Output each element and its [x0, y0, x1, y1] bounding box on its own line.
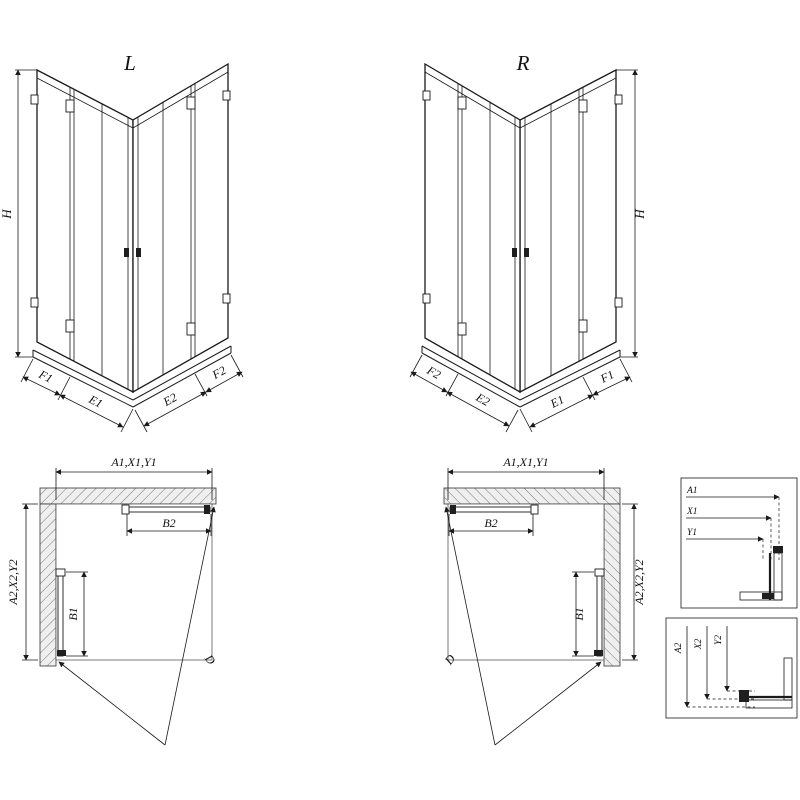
plan-right-width-dim: A1,X1,Y1 [502, 455, 548, 469]
elevation-right-f2-dim: F2 [424, 363, 443, 382]
elevation-left-title: L [123, 51, 136, 75]
detail-depth-profile: A2 X2 Y2 [665, 617, 798, 719]
elevation-left-height-dim: H [0, 209, 14, 220]
plan-right-door-side-dim: B1 [572, 607, 586, 620]
plan-left-geometry [22, 468, 216, 745]
plan-left-depth-dim: A2,X2,Y2 [6, 559, 20, 605]
elevation-right-height-dim: H [632, 209, 647, 220]
detail-y1-label: Y1 [687, 528, 697, 538]
elevation-left-f2-dim: F2 [209, 363, 228, 382]
detail-x1-label: X1 [686, 507, 698, 517]
labels: L H F1 E1 E2 F2 R H F2 E2 E1 F1 A1,X1,Y1… [0, 51, 647, 668]
elevation-right-e2-dim: E2 [473, 390, 492, 409]
detail-a1-label: A1 [686, 486, 698, 496]
plan-left-door-top-dim: B2 [162, 516, 175, 530]
detail-x2-label: X2 [694, 638, 704, 650]
detail-width-profile: A1 X1 Y1 [680, 477, 798, 609]
elevation-right-f1-dim: F1 [597, 367, 616, 386]
wall-profile-section-vertical [739, 657, 793, 709]
elevation-left-e1-dim: E1 [86, 392, 105, 411]
plan-left-door-side-dim: B1 [66, 607, 80, 620]
plan-right-geometry [444, 468, 638, 745]
elevation-left-f1-dim: F1 [36, 367, 55, 386]
elevation-right-title: R [516, 51, 530, 75]
detail-a2-label: A2 [674, 642, 684, 654]
detail-y2-label: Y2 [714, 635, 724, 645]
plan-right-depth-dim: A2,X2,Y2 [632, 559, 646, 605]
elevation-left-e2-dim: E2 [160, 390, 179, 409]
plan-right-door-top-dim: B2 [484, 516, 497, 530]
plan-left-width-dim: A1,X1,Y1 [110, 455, 156, 469]
elevation-right-e1-dim: E1 [547, 392, 566, 411]
wall-profile-section-horizontal [739, 546, 783, 601]
